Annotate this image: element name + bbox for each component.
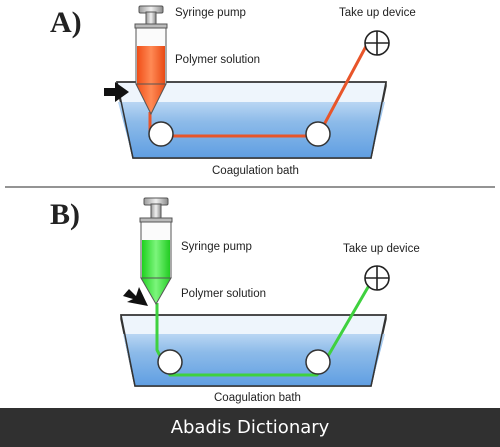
panel-a: A) Syringe pump (50, 5, 416, 177)
panel-a-roller-left (148, 121, 174, 147)
panel-a-take-up-device-icon (364, 30, 390, 56)
panel-a-bath-label: Coagulation bath (212, 165, 299, 177)
panel-b-take-up-label: Take up device (343, 243, 420, 255)
panel-a-letter: A) (50, 6, 82, 39)
panel-b-roller-right (305, 349, 331, 375)
panel-a-roller-right (305, 121, 331, 147)
panel-b-arrow (123, 287, 148, 306)
panel-b-syringe (139, 197, 173, 306)
panel-a-fiber (148, 36, 373, 138)
panel-a-arrow (104, 82, 129, 102)
panel-b-letter: B) (50, 198, 80, 231)
panel-b-roller-left (157, 349, 183, 375)
panel-b-syringe-pump-label: Syringe pump (181, 241, 252, 253)
panel-b: B) Syringe pump (50, 197, 420, 404)
footer-banner: Abadis Dictionary (0, 408, 500, 447)
panel-a-syringe (134, 5, 168, 116)
footer-text: Abadis Dictionary (170, 417, 330, 438)
panel-b-polymer-solution-label: Polymer solution (181, 288, 266, 300)
panel-b-bath-label: Coagulation bath (214, 392, 301, 404)
panel-a-take-up-label: Take up device (339, 7, 416, 19)
panel-a-syringe-pump-label: Syringe pump (175, 7, 246, 19)
panel-b-take-up-device-icon (364, 265, 390, 291)
panel-b-fiber (155, 281, 373, 377)
wet-spinning-diagram: A) Syringe pump (5, 5, 495, 404)
panel-a-polymer-solution-label: Polymer solution (175, 54, 260, 66)
